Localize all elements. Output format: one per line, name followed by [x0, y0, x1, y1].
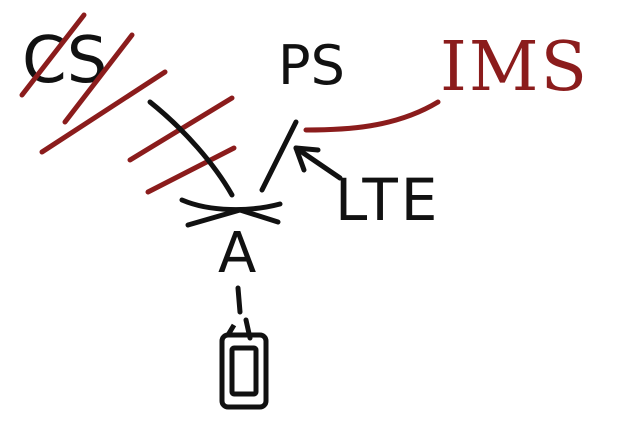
cs-strike-line — [145, 145, 237, 195]
antenna-right-arm — [237, 207, 281, 225]
ps-link-line — [259, 119, 299, 193]
lte-label: LTE — [335, 166, 440, 234]
antenna-left-arm — [185, 207, 243, 228]
arrow-icon — [293, 145, 343, 181]
radio-dash — [235, 285, 243, 315]
arrow-head-top — [293, 145, 307, 173]
antenna-icon — [179, 197, 283, 228]
cs-strike-line — [19, 12, 87, 98]
cs-strike-line — [39, 69, 168, 155]
ims-label: IMS — [440, 28, 589, 107]
phone-screen — [229, 345, 259, 397]
arrow-shaft — [293, 145, 343, 181]
antenna-top-arc — [179, 197, 283, 213]
phone-antenna — [225, 323, 237, 337]
antenna-label: A — [218, 221, 256, 286]
cs-link-line — [147, 99, 235, 198]
ps-label: PS — [278, 34, 345, 97]
cs-strike-line — [62, 32, 135, 125]
ims-link-line — [303, 99, 441, 133]
arrow-head-bottom — [293, 145, 321, 153]
phone-body — [219, 332, 269, 410]
mobile-phone-icon — [219, 323, 269, 410]
radio-link — [235, 285, 253, 341]
